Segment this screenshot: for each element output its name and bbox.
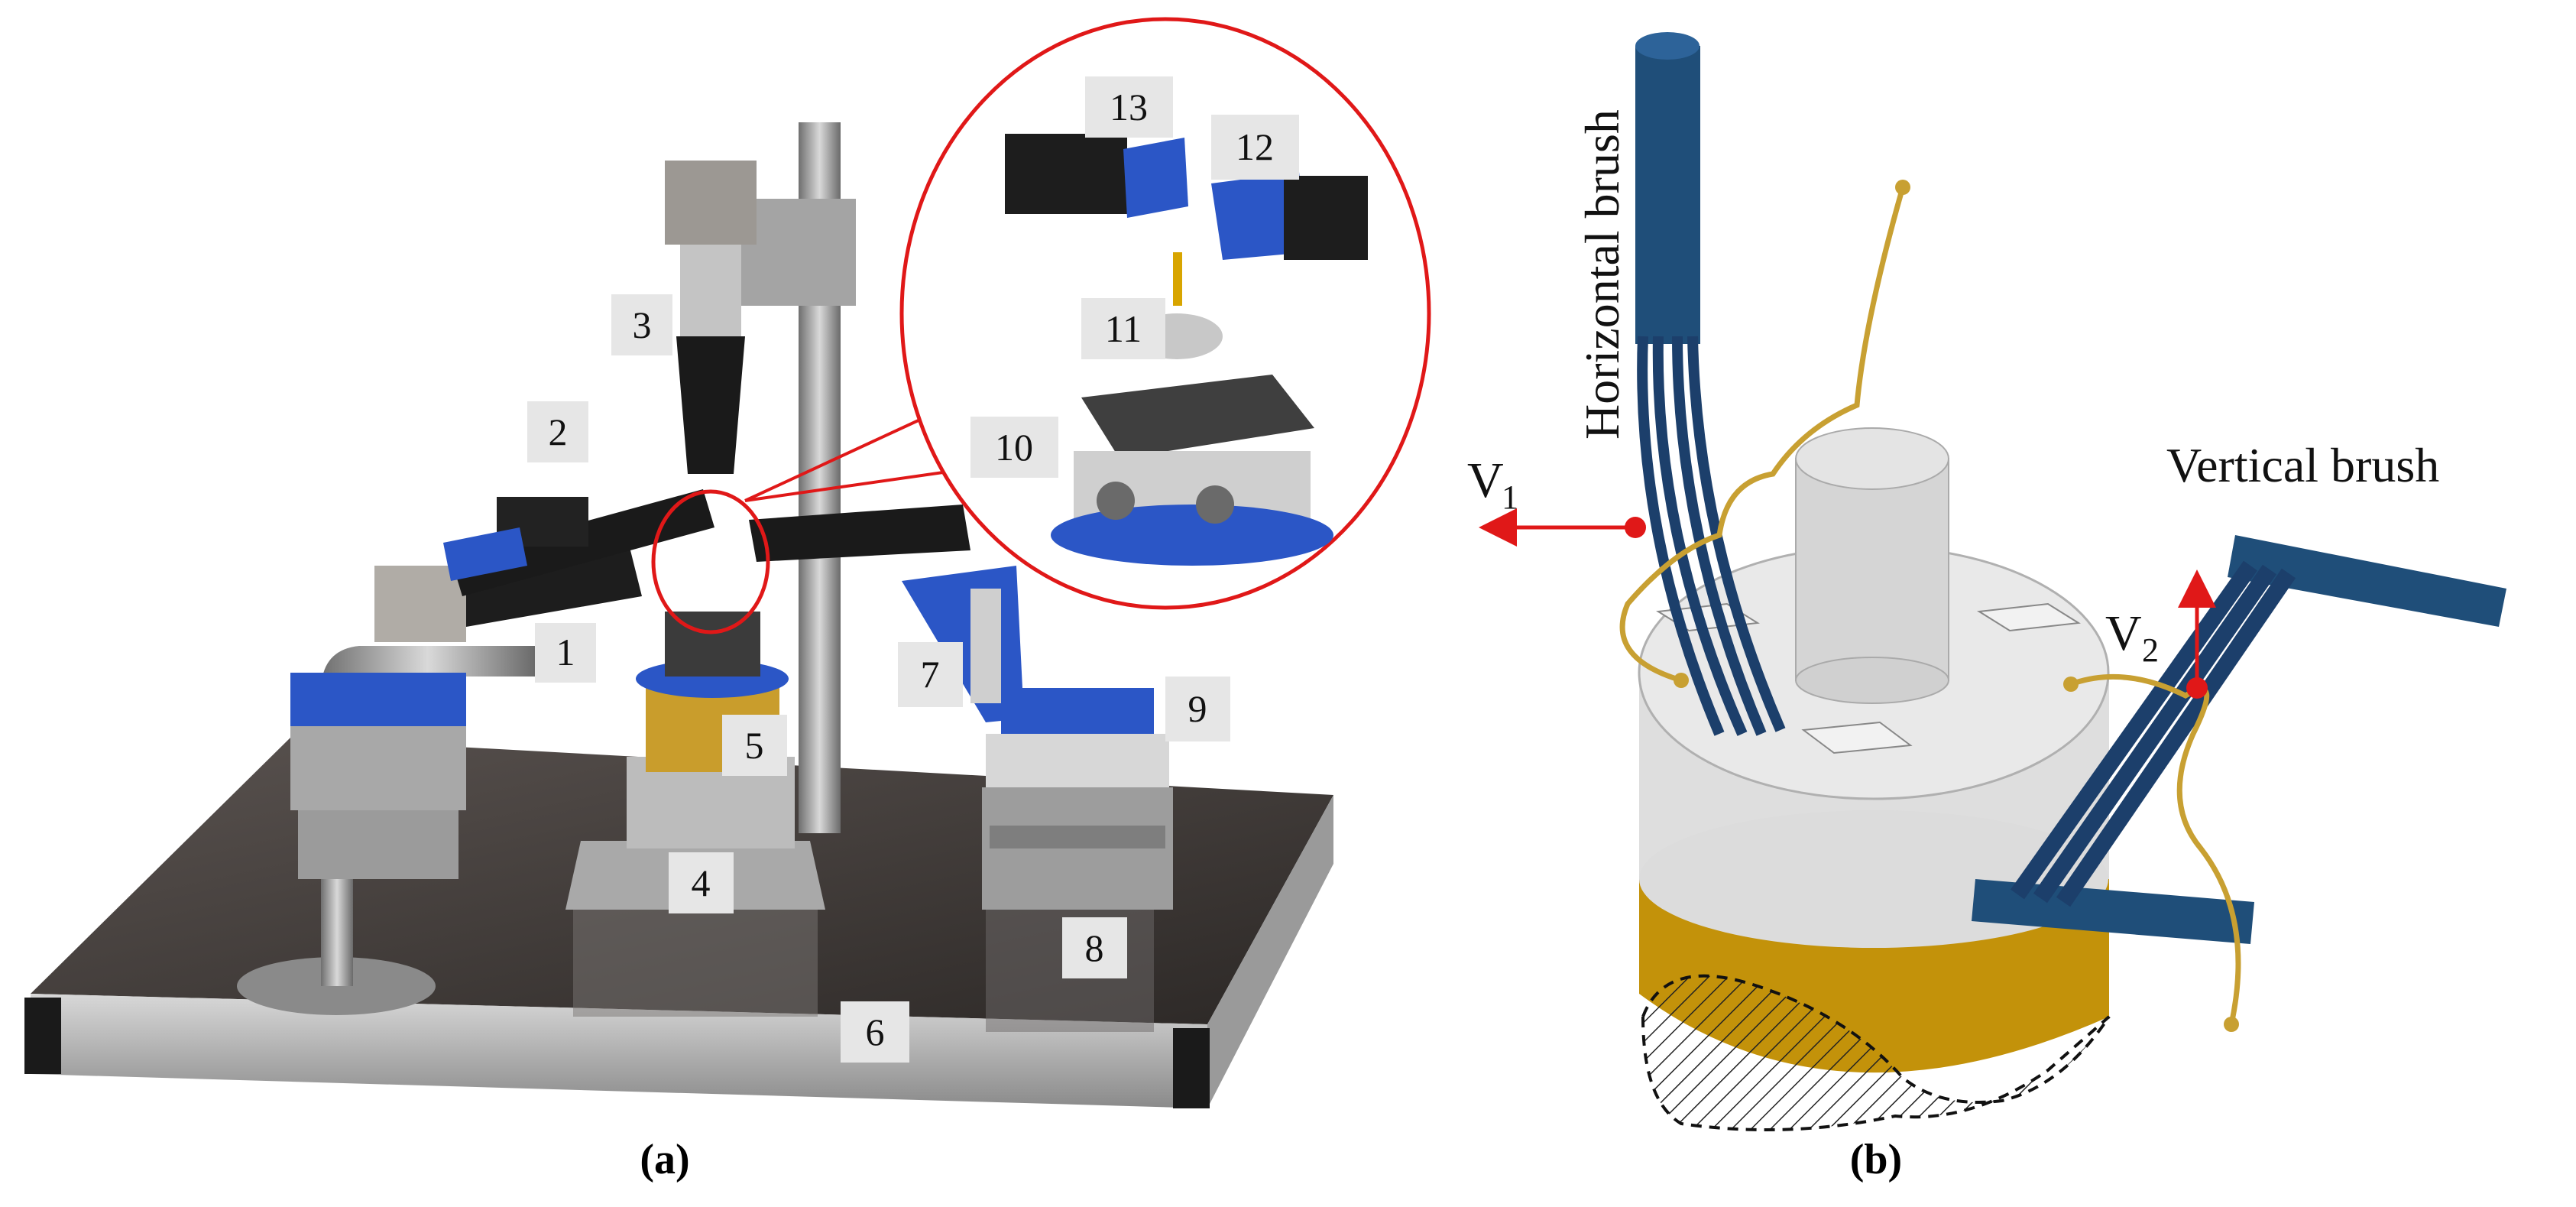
caption-b: (b)	[1850, 1136, 1902, 1183]
panel-b: V 1 V 2 Horizontal brush Vertical brush …	[1467, 32, 2506, 1183]
svg-text:2: 2	[549, 410, 568, 453]
svg-text:6: 6	[866, 1011, 885, 1053]
v2-arrow: V 2	[2105, 569, 2216, 699]
callout-1: 1	[535, 623, 596, 683]
callout-12: 12	[1211, 115, 1299, 180]
wire-endpoints	[1674, 180, 2239, 1032]
callout-2: 2	[527, 401, 588, 462]
caption-a: (a)	[640, 1136, 689, 1183]
callout-8: 8	[1062, 917, 1127, 978]
callout-11: 11	[1081, 298, 1165, 359]
callout-7: 7	[898, 642, 963, 707]
svg-text:13: 13	[1110, 86, 1148, 128]
svg-text:10: 10	[995, 426, 1033, 469]
svg-text:2: 2	[2142, 631, 2159, 669]
vertical-brush-label: Vertical brush	[2166, 438, 2439, 492]
svg-text:3: 3	[633, 303, 652, 346]
vertical-brush	[1972, 535, 2506, 944]
callout-10: 10	[970, 417, 1058, 478]
svg-text:11: 11	[1105, 307, 1142, 350]
svg-text:5: 5	[745, 724, 764, 767]
svg-text:4: 4	[692, 861, 711, 904]
callout-4: 4	[669, 852, 734, 913]
callout-9: 9	[1165, 677, 1230, 741]
svg-text:1: 1	[556, 631, 575, 673]
center-post	[665, 122, 856, 833]
horizontal-brush	[1635, 32, 1786, 736]
svg-text:8: 8	[1085, 926, 1104, 969]
svg-text:12: 12	[1236, 125, 1274, 168]
callout-3: 3	[611, 294, 672, 355]
svg-text:7: 7	[921, 653, 940, 696]
left-stage-assembly	[237, 535, 642, 1015]
gold-wires	[1619, 187, 2241, 1025]
v1-arrow: V 1	[1467, 453, 1646, 547]
callout-13: 13	[1085, 76, 1173, 138]
panel-a: 1 2 3 4 5 6 7 8	[24, 17, 1431, 1183]
callout-5: 5	[722, 715, 787, 776]
svg-text:9: 9	[1188, 687, 1207, 730]
svg-text:1: 1	[1502, 479, 1518, 516]
callout-6: 6	[841, 1001, 909, 1063]
svg-text:V: V	[2105, 605, 2142, 661]
horizontal-brush-label: Horizontal brush	[1575, 109, 1629, 440]
left-arm	[443, 489, 714, 596]
svg-text:V: V	[1467, 453, 1504, 508]
